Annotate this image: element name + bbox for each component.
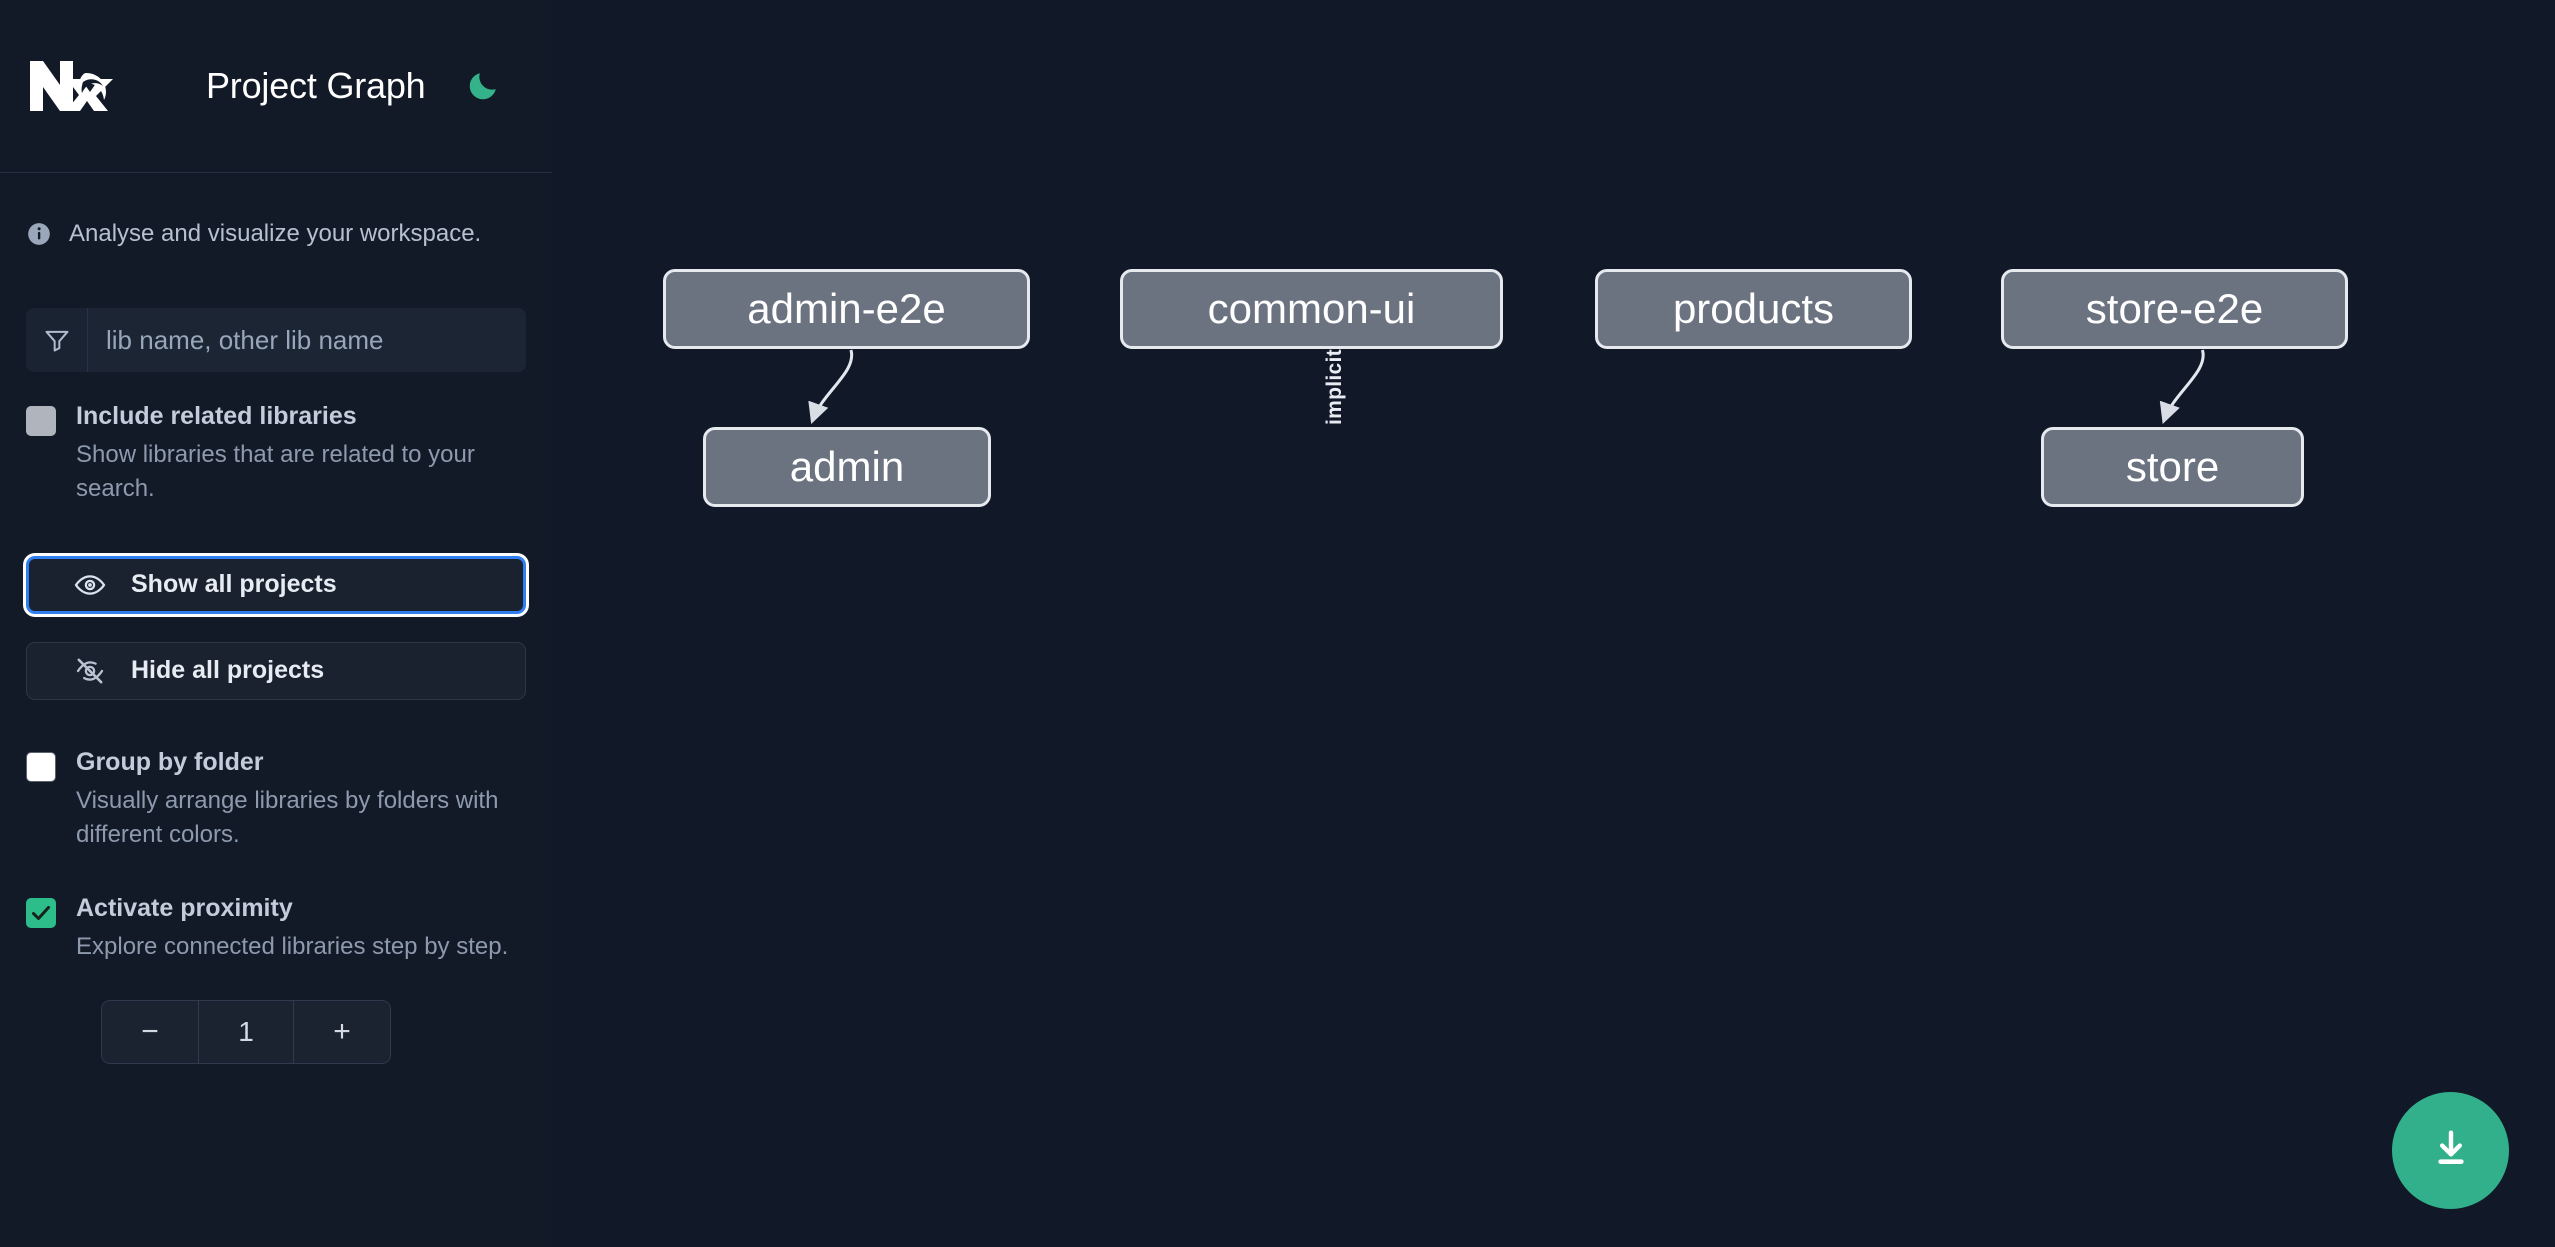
option-label: Activate proximity [76, 893, 293, 922]
option-description: Visually arrange libraries by folders wi… [76, 786, 499, 848]
page-title: Project Graph [206, 65, 426, 106]
sidebar: Project Graph Analyse and visualize your… [0, 0, 552, 1247]
proximity-decrement-button[interactable]: − [102, 1000, 198, 1063]
option-description: Explore connected libraries step by step… [76, 932, 509, 960]
nx-logo [26, 55, 122, 117]
edge-label-implicit-admin: implicit [1322, 349, 1346, 425]
graph-node-admin-e2e[interactable]: admin-e2e [663, 269, 1030, 349]
hide-all-projects-button[interactable]: Hide all projects [26, 641, 526, 700]
hide-all-projects-label: Hide all projects [131, 656, 325, 685]
option-texts: Activate proximity Explore connected lib… [76, 894, 508, 964]
option-label: Group by folder [76, 747, 264, 776]
option-label: Include related libraries [76, 402, 357, 430]
sidebar-header: Project Graph [0, 0, 552, 173]
search-field[interactable] [26, 308, 526, 372]
eye-off-icon [73, 654, 107, 688]
graph-node-common-ui[interactable]: common-ui [1120, 269, 1503, 349]
eye-icon [73, 568, 107, 602]
option-activate-proximity[interactable]: Activate proximity Explore connected lib… [0, 894, 552, 964]
graph-canvas[interactable]: implicit implicit admin-e2e common-ui pr… [552, 0, 2555, 1247]
graph-node-store-e2e[interactable]: store-e2e [2001, 269, 2348, 349]
option-description: Show libraries that are related to your … [76, 440, 475, 502]
graph-edges [808, 349, 2205, 424]
download-icon [2428, 1126, 2474, 1175]
proximity-value: 1 [198, 1000, 294, 1063]
include-related-libraries-checkbox[interactable] [26, 406, 56, 436]
proximity-increment-button[interactable]: + [294, 1000, 390, 1063]
download-graph-button[interactable] [2392, 1092, 2509, 1209]
graph-node-products[interactable]: products [1595, 269, 1912, 349]
search-input[interactable] [88, 308, 526, 372]
option-include-related-libraries[interactable]: Include related libraries Show libraries… [0, 402, 552, 506]
moon-icon[interactable] [462, 65, 504, 107]
info-icon [26, 221, 52, 247]
group-by-folder-checkbox[interactable] [26, 751, 56, 782]
option-texts: Group by folder Visually arrange librari… [76, 748, 524, 852]
project-visibility-actions: Show all projects Hide all projects [0, 555, 552, 700]
proximity-stepper[interactable]: − 1 + [101, 999, 391, 1064]
edge-store-e2e-to-store [2159, 349, 2205, 424]
tagline-text: Analyse and visualize your workspace. [69, 220, 482, 247]
filter-icon [26, 308, 88, 372]
option-texts: Include related libraries Show libraries… [76, 402, 524, 506]
show-all-projects-button[interactable]: Show all projects [26, 555, 526, 614]
sidebar-body: Analyse and visualize your workspace. In… [0, 173, 552, 1064]
option-group-by-folder[interactable]: Group by folder Visually arrange librari… [0, 748, 552, 852]
graph-node-store[interactable]: store [2041, 427, 2304, 507]
workspace-tagline: Analyse and visualize your workspace. [0, 173, 552, 248]
show-all-projects-label: Show all projects [131, 570, 337, 599]
activate-proximity-checkbox[interactable] [26, 897, 56, 928]
edge-admin-e2e-to-admin [808, 349, 854, 424]
proximity-stepper-wrap: − 1 + [0, 999, 552, 1064]
graph-node-admin[interactable]: admin [703, 427, 991, 507]
